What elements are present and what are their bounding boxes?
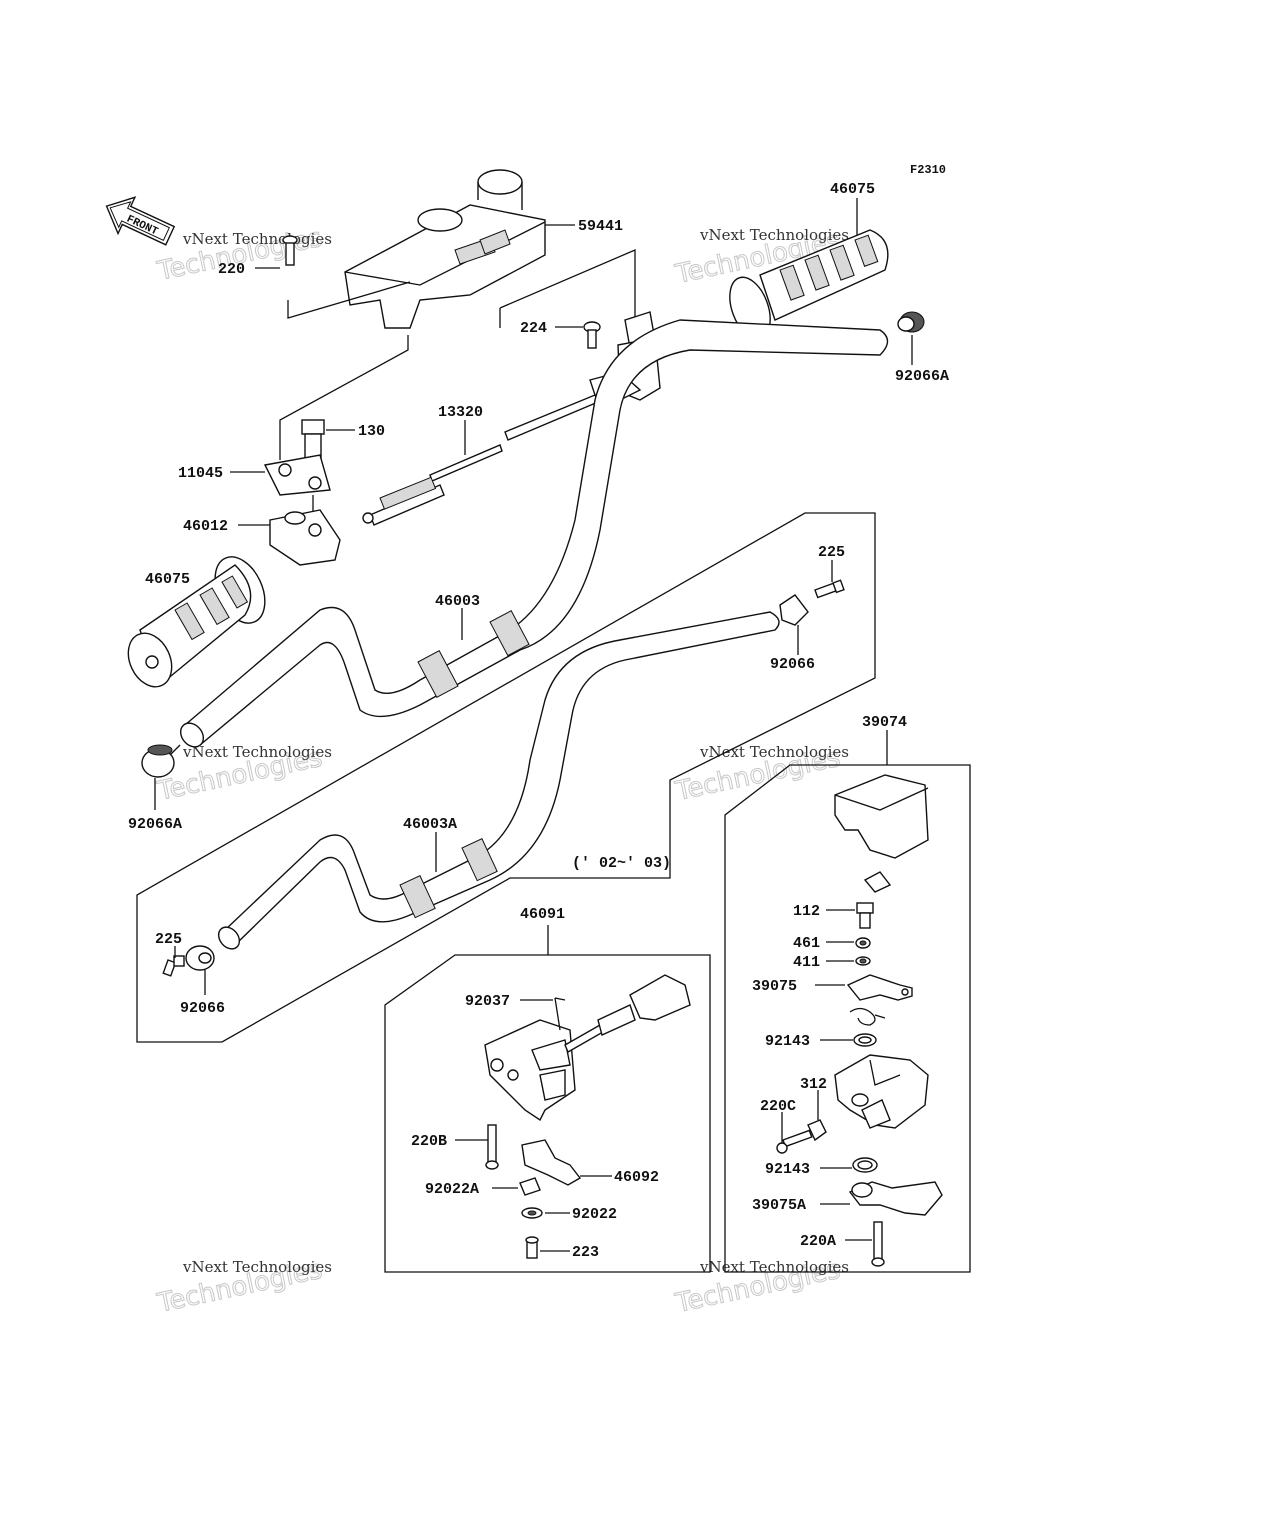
alt-handlebar-box — [136, 512, 876, 1043]
watermark-text: vNext Technologies — [182, 1258, 332, 1276]
bolt-225-top — [814, 579, 845, 599]
callout-92037: 92037 — [465, 993, 510, 1010]
bar-end-plug-right — [897, 311, 925, 333]
callout-223: 223 — [572, 1244, 599, 1261]
figure-code: F2310 — [910, 163, 946, 177]
bar-weight-92066-top — [779, 594, 809, 626]
watermark-text: vNext Technologies — [182, 230, 332, 248]
washer-411 — [855, 956, 871, 966]
callout-92066-top: 92066 — [770, 656, 815, 673]
screw-220B — [485, 1124, 499, 1170]
callout-46003A: 46003A — [403, 816, 457, 833]
callout-92066A-top: 92066A — [895, 368, 949, 385]
nut-312 — [807, 1119, 827, 1142]
handlebar-46003A — [217, 611, 780, 950]
callout-39074: 39074 — [862, 714, 907, 731]
callout-46091: 46091 — [520, 906, 565, 923]
grip-left — [127, 556, 266, 688]
screw-220A — [871, 1221, 885, 1267]
watermark-text: vNext Technologies — [182, 743, 332, 761]
screw-220C — [776, 1129, 813, 1154]
washer-461 — [855, 937, 871, 949]
callout-411: 411 — [793, 954, 820, 971]
bolt-225-bottom — [162, 955, 185, 977]
watermark-text: vNext Technologies — [699, 1258, 849, 1276]
bolt-112 — [856, 902, 874, 929]
throttle-cover — [834, 774, 929, 859]
washer-92022A — [519, 1177, 541, 1196]
front-arrow-icon: FRONT — [105, 196, 176, 246]
screw-220 — [282, 235, 298, 266]
switch-housing — [484, 1019, 576, 1122]
callout-13320: 13320 — [438, 404, 483, 421]
holder-upper — [263, 454, 331, 496]
callout-92066-bottom: 92066 — [180, 1000, 225, 1017]
switch-wire-connector — [564, 974, 691, 1053]
callout-39075: 39075 — [752, 978, 797, 995]
callout-39075A: 39075A — [752, 1197, 806, 1214]
washer-92022 — [521, 1207, 543, 1219]
bar-weight-92066-bottom — [185, 945, 215, 971]
screw-224 — [583, 321, 601, 349]
callout-46075-left: 46075 — [145, 571, 190, 588]
callout-46012: 46012 — [183, 518, 228, 535]
callout-312: 312 — [800, 1076, 827, 1093]
throttle-case-box — [724, 764, 971, 1273]
callout-225-top: 225 — [818, 544, 845, 561]
screw-223 — [525, 1236, 539, 1259]
callout-92022A: 92022A — [425, 1181, 479, 1198]
throttle-stop — [863, 871, 892, 893]
bar-end-plug-left — [141, 744, 175, 778]
seal-92143-upper — [853, 1033, 877, 1047]
watermark-text: vNext Technologies — [699, 226, 849, 244]
bolt-130 — [301, 419, 325, 461]
year-note: (' 02~' 03) — [572, 855, 671, 872]
watermark-group: Technologies vNext Technologies Technolo… — [154, 222, 849, 1319]
handlebar-46003 — [179, 319, 889, 748]
plate-39075 — [846, 974, 913, 1001]
spring — [849, 1007, 886, 1026]
handlebar-cover — [344, 169, 546, 329]
callout-220: 220 — [218, 261, 245, 278]
callout-224: 224 — [520, 320, 547, 337]
callout-112: 112 — [793, 903, 820, 920]
seal-92143-lower — [852, 1157, 878, 1173]
lever-46092 — [521, 1139, 582, 1186]
switch-assembly-box — [384, 954, 711, 1273]
callout-225-bottom: 225 — [155, 931, 182, 948]
throttle-case — [834, 1054, 929, 1129]
callout-92143-b: 92143 — [765, 1161, 810, 1178]
callout-92022: 92022 — [572, 1206, 617, 1223]
callout-220A: 220A — [800, 1233, 836, 1250]
callout-11045: 11045 — [178, 465, 223, 482]
callout-92066A-left: 92066A — [128, 816, 182, 833]
callout-46075-top: 46075 — [830, 181, 875, 198]
throttle-lever-39075A — [848, 1181, 943, 1216]
callout-59441: 59441 — [578, 218, 623, 235]
throttle-cable — [362, 394, 599, 526]
callout-220B: 220B — [411, 1133, 447, 1150]
callout-461: 461 — [793, 935, 820, 952]
callout-130: 130 — [358, 423, 385, 440]
callout-92143-a: 92143 — [765, 1033, 810, 1050]
watermark-text: vNext Technologies — [699, 743, 849, 761]
callout-46003: 46003 — [435, 593, 480, 610]
wire-clip-92037 — [554, 997, 566, 1031]
callout-46092: 46092 — [614, 1169, 659, 1186]
holder-lower — [269, 509, 341, 566]
callout-220C: 220C — [760, 1098, 796, 1115]
